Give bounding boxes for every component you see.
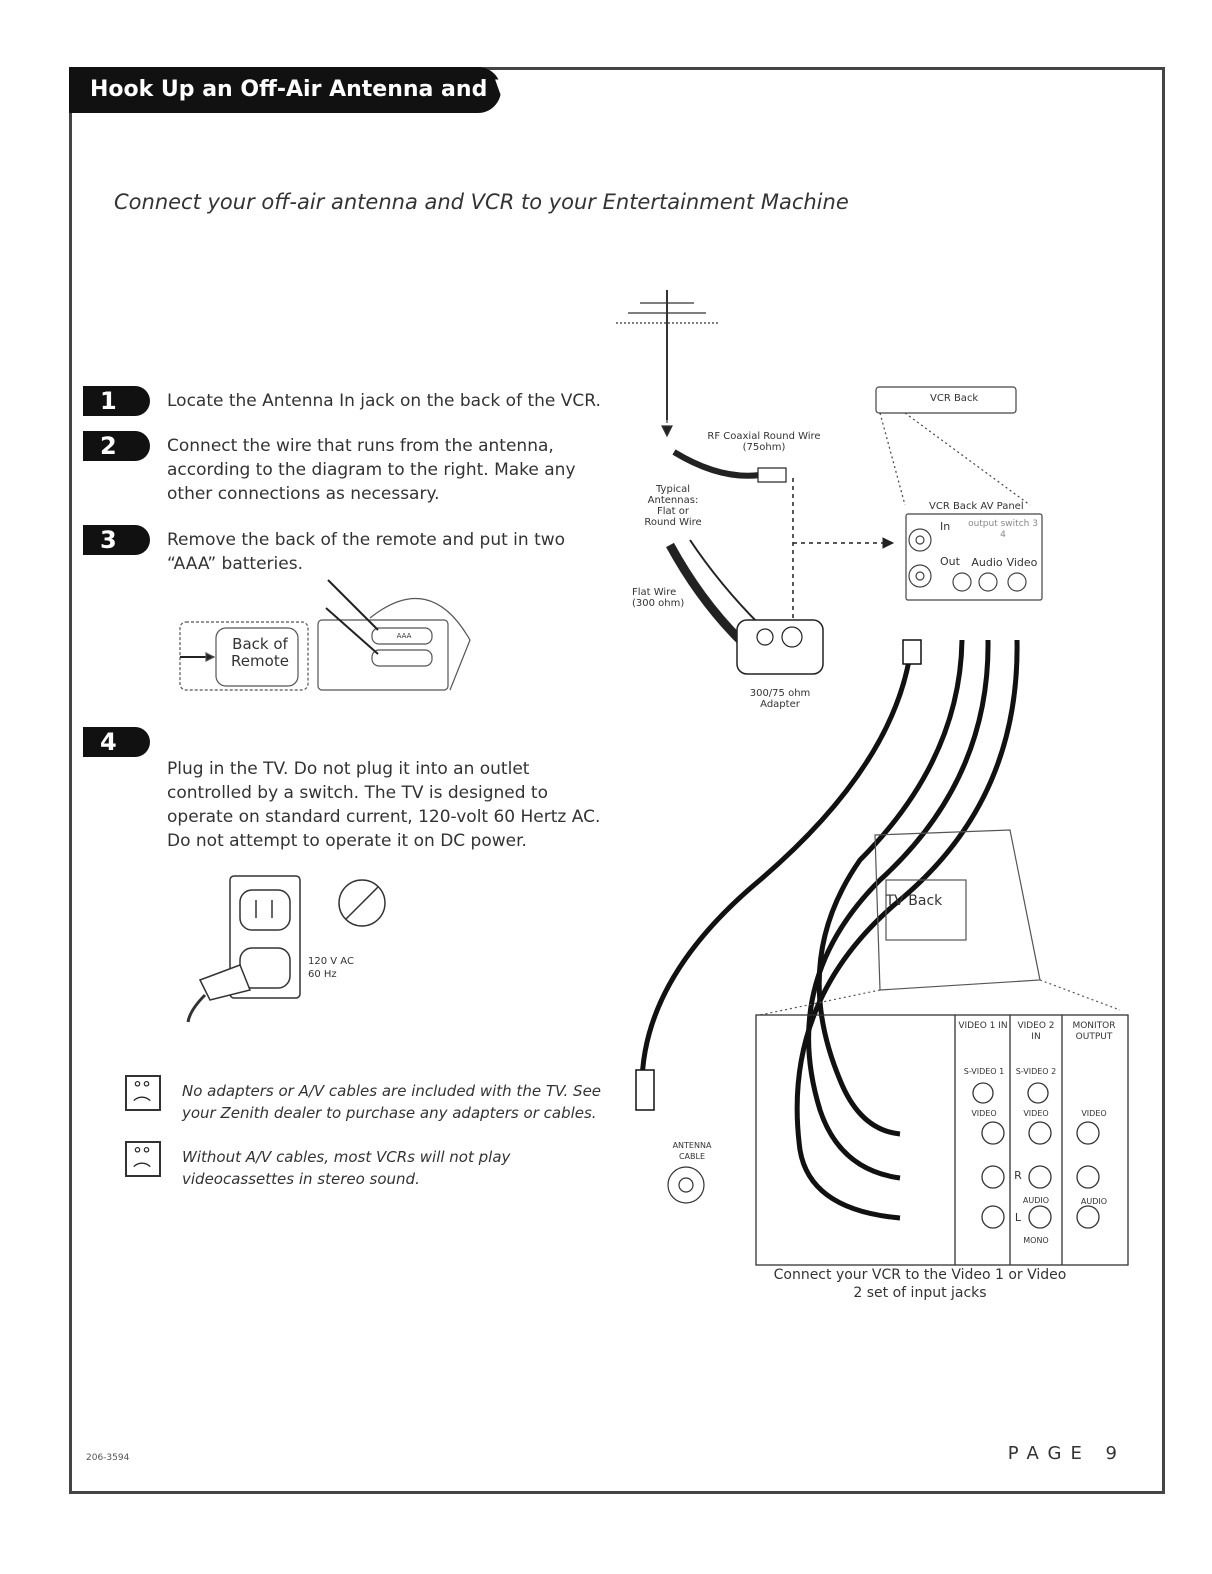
svideo1-label: S-VIDEO 1	[963, 1067, 1005, 1076]
voltage-label: 120 V AC	[308, 956, 354, 967]
back-of-remote-label: Back of Remote	[231, 635, 289, 670]
title-bar	[69, 67, 501, 113]
antenna-cable-label: ANTENNA CABLE	[672, 1141, 712, 1161]
video-jack-label: VIDEO	[1023, 1109, 1049, 1118]
vcr-in-label: In	[940, 520, 951, 533]
note-face-icon: °°⌒	[125, 1075, 161, 1116]
rf-coax-illustration	[666, 449, 895, 675]
page-frame	[69, 67, 1165, 1494]
video-jack-label: VIDEO	[1081, 1109, 1107, 1118]
vcr-output-switch-label: output switch 3 4	[968, 519, 1038, 540]
r-label: R	[1014, 1169, 1022, 1182]
page-number: PAGE 9	[1007, 1443, 1126, 1464]
svideo2-label: S-VIDEO 2	[1015, 1067, 1057, 1076]
tv-back-label: TV Back	[885, 893, 943, 909]
audio-jack-label: AUDIO	[1080, 1197, 1108, 1206]
monitor-output-label: MONITOR OUTPUT	[1072, 1021, 1116, 1042]
vcr-back-illustration	[875, 386, 1043, 601]
video1-in-label: VIDEO 1 IN	[958, 1021, 1008, 1031]
mono-label: MONO	[1023, 1236, 1049, 1245]
antenna-cable-jack	[667, 1166, 705, 1204]
antenna-icon	[616, 290, 718, 438]
vcr-av-panel-label: VCR Back AV Panel	[929, 501, 1024, 512]
vcr-audio-label: Audio	[971, 556, 1003, 569]
diagram-caption: Connect your VCR to the Video 1 or Video…	[773, 1267, 1067, 1301]
adapter-label: 300/75 ohm Adapter	[749, 688, 811, 710]
remote-illustration	[179, 579, 471, 691]
video-jack-label: VIDEO	[971, 1109, 997, 1118]
vcr-out-label: Out	[940, 555, 960, 568]
l-label: L	[1014, 1211, 1022, 1224]
step-2-text: Connect the wire that runs from the ante…	[167, 436, 576, 504]
vcr-video-label: Video	[1006, 556, 1038, 569]
note-1-text: No adapters or A/V cables are included w…	[182, 1082, 602, 1122]
page-title: Hook Up an Off-Air Antenna and VCR	[90, 77, 546, 102]
rf-coax-label: RF Coaxial Round Wire (75ohm)	[707, 431, 821, 453]
tv-jack-panel	[755, 1014, 1129, 1266]
step-1-text: Locate the Antenna In jack on the back o…	[167, 391, 601, 411]
step-1-badge: 1	[83, 386, 150, 416]
step-2-badge: 2	[83, 431, 150, 461]
flat-wire-label: Flat Wire (300 ohm)	[632, 587, 685, 609]
note-face-icon: °°⌒	[125, 1141, 161, 1182]
av-cables	[635, 639, 1020, 1221]
step-4-badge: 4	[83, 727, 150, 757]
note-2-text: Without A/V cables, most VCRs will not p…	[182, 1148, 511, 1188]
tv-back-illustration	[759, 829, 1121, 1016]
step-3-text: Remove the back of the remote and put in…	[167, 530, 566, 574]
doc-number: 206-3594	[86, 1453, 130, 1463]
video2-in-label: VIDEO 2 IN	[1017, 1021, 1055, 1042]
audio-jack-label: AUDIO	[1022, 1196, 1050, 1205]
aaa-label: AAA	[396, 632, 412, 640]
typical-antennas-label: Typical Antennas: Flat or Round Wire	[644, 484, 702, 528]
vcr-back-label: VCR Back	[930, 393, 979, 404]
outlet-illustration	[186, 875, 386, 1023]
page-subtitle: Connect your off-air antenna and VCR to …	[114, 190, 849, 214]
frequency-label: 60 Hz	[308, 969, 337, 980]
step-3-badge: 3	[83, 525, 150, 555]
step-4-text: Plug in the TV. Do not plug it into an o…	[167, 759, 601, 851]
